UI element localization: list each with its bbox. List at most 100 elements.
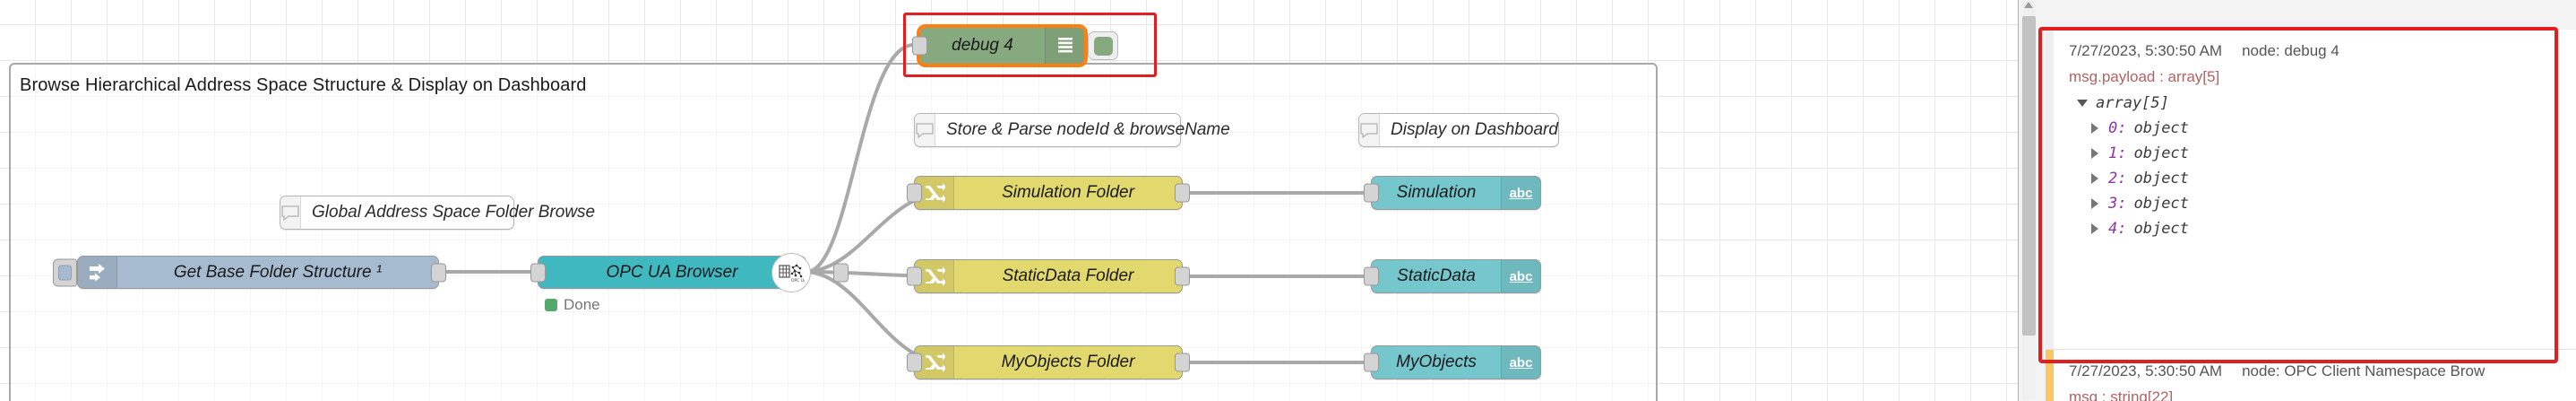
tree-root-label: array[5] (2096, 94, 2169, 112)
expand-triangle-right-icon[interactable] (2089, 123, 2101, 134)
status-dot-icon (545, 299, 557, 311)
expand-triangle-down-icon[interactable] (2076, 100, 2089, 107)
scrollbar-thumb[interactable] (2022, 16, 2036, 336)
tree-item-row[interactable]: 2: object (2089, 166, 2576, 191)
output-port[interactable] (1175, 266, 1190, 286)
input-port[interactable] (907, 266, 922, 286)
comment-icon (915, 114, 935, 146)
tree-item-index: 2: (2108, 170, 2127, 187)
text-node-label: Simulation (1396, 183, 1477, 202)
opcua-browser-node[interactable]: OPC UA Browser (530, 253, 849, 292)
debug-toggle-glyph (1093, 36, 1113, 56)
debug-message-list[interactable]: 7/27/2023, 5:30:50 AM node: debug 4 msg.… (2046, 0, 2576, 401)
sidebar-scrollbar[interactable] (2022, 2, 2036, 399)
input-port[interactable] (912, 36, 927, 56)
abc-icon: abc (1501, 260, 1540, 292)
message-level-bar (2046, 350, 2054, 401)
comment-label: Global Address Space Folder Browse (312, 203, 596, 222)
tree-item-row[interactable]: 3: object (2089, 191, 2576, 216)
debug-lines-glyph (1057, 38, 1073, 53)
input-port[interactable] (907, 183, 922, 203)
opcua-node-label: OPC UA Browser (606, 262, 738, 282)
comment-bubble-glyph (281, 205, 299, 221)
text-node-label: StaticData (1397, 266, 1476, 285)
change-node-label: StaticData Folder (1002, 266, 1134, 285)
input-port[interactable] (1364, 266, 1379, 286)
inject-node-label: Get Base Folder Structure ¹ (173, 262, 383, 282)
comment-bubble-glyph (916, 122, 934, 138)
flow-group-label: Browse Hierarchical Address Space Struct… (20, 75, 587, 95)
svg-text:OPC UA: OPC UA (791, 278, 805, 283)
tree-item-row[interactable]: 0: object (2089, 116, 2576, 141)
expand-triangle-right-icon[interactable] (2089, 223, 2101, 234)
tree-root-row[interactable]: array[5] (2076, 91, 2576, 116)
tree-item-type: object (2133, 144, 2189, 162)
change-arrows-glyph (925, 183, 945, 203)
debug-sidebar[interactable]: 7/27/2023, 5:30:50 AM node: debug 4 msg.… (2018, 0, 2576, 401)
change-node-staticdata-folder[interactable]: StaticData Folder (907, 259, 1190, 293)
tree-item-row[interactable]: 1: object (2089, 141, 2576, 166)
debug-message[interactable]: 7/27/2023, 5:30:50 AM node: OPC Client N… (2046, 350, 2576, 401)
abc-icon: abc (1501, 177, 1540, 209)
text-node-staticdata[interactable]: StaticData abc (1364, 259, 1541, 293)
message-tree[interactable]: array[5] 0: object 1: object (2046, 91, 2576, 241)
inject-node-get-base-folder-structure[interactable]: Get Base Folder Structure ¹ (53, 256, 446, 289)
comment-node-store-parse[interactable]: Store & Parse nodeId & browseName (914, 113, 1230, 147)
output-port[interactable] (1175, 353, 1190, 372)
input-port[interactable] (530, 263, 546, 282)
abc-glyph: abc (1509, 268, 1533, 284)
debug-node-label: debug 4 (952, 36, 1013, 55)
tree-item-index: 0: (2108, 119, 2127, 137)
output-port[interactable] (1175, 183, 1190, 203)
input-port[interactable] (1364, 353, 1379, 372)
expand-triangle-right-icon[interactable] (2089, 173, 2101, 184)
message-level-bar (2046, 30, 2054, 349)
inject-arrow-glyph (89, 263, 105, 282)
tree-item-row[interactable]: 4: object (2089, 216, 2576, 241)
debug-enable-toggle[interactable] (1088, 31, 1118, 60)
message-property: msg : string[22] (2069, 388, 2174, 401)
change-node-label: Simulation Folder (1002, 183, 1134, 202)
flow-canvas[interactable]: Browse Hierarchical Address Space Struct… (0, 0, 2018, 401)
abc-glyph: abc (1509, 354, 1533, 370)
expand-triangle-right-icon[interactable] (2089, 198, 2101, 209)
comment-label: Display on Dashboard (1391, 120, 1558, 139)
inject-arrow-icon (78, 257, 117, 288)
debug-message[interactable]: 7/27/2023, 5:30:50 AM node: debug 4 msg.… (2046, 30, 2576, 350)
output-port[interactable] (431, 263, 446, 282)
message-source-node: node: debug 4 (2242, 42, 2339, 59)
change-node-simulation-folder[interactable]: Simulation Folder (907, 176, 1190, 210)
tree-item-type: object (2133, 119, 2189, 137)
text-node-myobjects[interactable]: MyObjects abc (1364, 345, 1541, 379)
output-port[interactable] (833, 263, 849, 282)
comment-node-global-address-space[interactable]: Global Address Space Folder Browse (280, 196, 595, 230)
inject-trigger-button[interactable] (53, 258, 77, 286)
input-port[interactable] (1364, 183, 1379, 203)
tree-children: 0: object 1: object 2: object (2076, 116, 2576, 241)
text-node-simulation[interactable]: Simulation abc (1364, 176, 1541, 210)
debug-node-debug-4[interactable]: debug 4 (912, 24, 1118, 67)
input-port[interactable] (907, 353, 922, 372)
message-timestamp: 7/27/2023, 5:30:50 AM (2069, 42, 2223, 59)
message-header: 7/27/2023, 5:30:50 AM node: debug 4 (2046, 39, 2576, 64)
change-node-icon (915, 260, 954, 292)
debug-lines-icon (1045, 28, 1084, 64)
change-node-myobjects-folder[interactable]: MyObjects Folder (907, 345, 1190, 379)
tree-item-index: 4: (2108, 220, 2127, 238)
comment-node-display-dashboard[interactable]: Display on Dashboard (1358, 113, 1559, 147)
message-timestamp: 7/27/2023, 5:30:50 AM (2069, 362, 2223, 379)
opc-ua-glyph: OPC UA (779, 264, 805, 283)
comment-icon (280, 196, 301, 229)
opcua-node-status: Done (545, 296, 600, 314)
inject-trigger-glyph (58, 265, 72, 280)
status-label: Done (564, 296, 600, 313)
scroll-up-arrow-icon[interactable] (2024, 2, 2033, 8)
message-source-node: node: OPC Client Namespace Brow (2242, 362, 2486, 379)
comment-icon (1359, 114, 1380, 146)
abc-glyph: abc (1509, 185, 1533, 201)
change-node-label: MyObjects Folder (1001, 353, 1135, 371)
tree-item-index: 1: (2108, 144, 2127, 162)
change-arrows-glyph (925, 353, 945, 372)
expand-triangle-right-icon[interactable] (2089, 148, 2101, 159)
